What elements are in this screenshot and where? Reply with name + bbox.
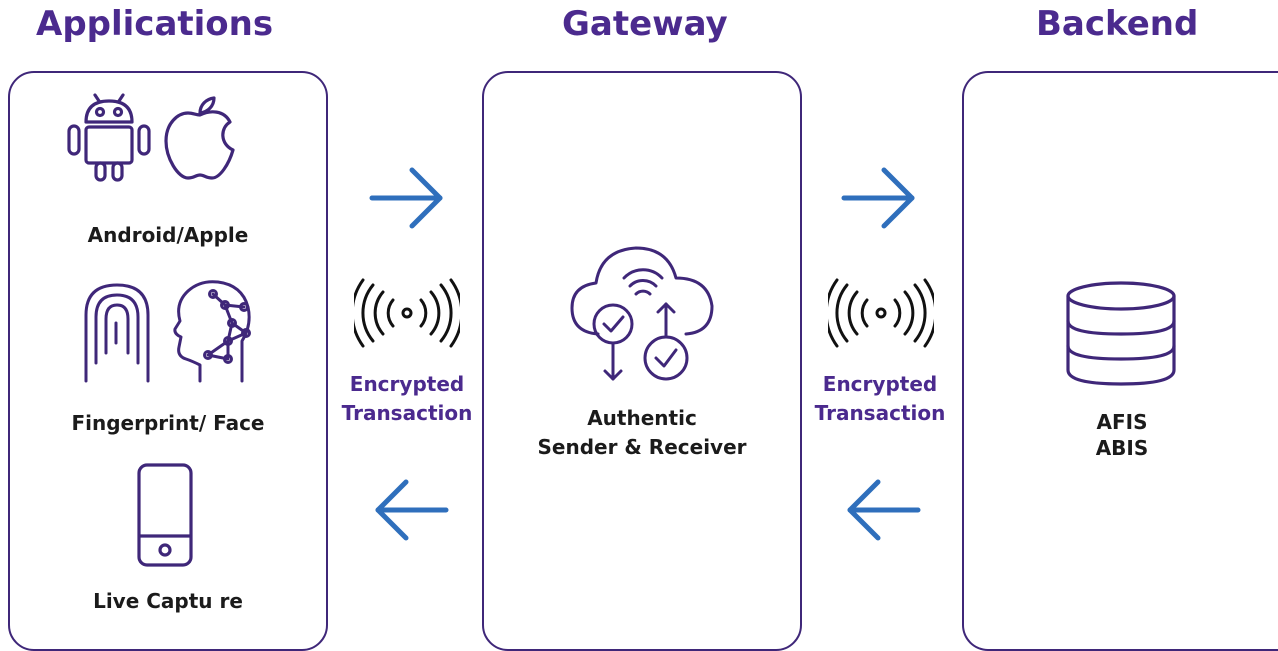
gateway-label-2: Sender & Receiver [537,435,747,459]
backend-label-1: AFIS [1096,410,1148,434]
backend-heading: Backend [1036,4,1199,44]
database-icon [1066,281,1176,386]
arrow-right-icon [841,167,915,229]
wireless-signal-icon [354,278,460,348]
face-scan-icon [173,280,251,383]
cloud-transfer-icon [570,246,714,381]
backend-panel [962,71,1278,651]
apple-icon [164,96,235,180]
wireless-signal-icon [828,278,934,348]
backend-label-2: ABIS [1095,436,1149,460]
phone-icon [137,463,193,567]
arrow-left-icon [375,479,449,541]
arrow-left-icon [847,479,921,541]
capture-label: Live Captu re [93,589,243,613]
left-link-label-1: Encrypted [349,372,465,396]
platform-label: Android/Apple [87,223,249,247]
gateway-heading: Gateway [562,4,728,44]
right-link-label-2: Transaction [814,401,946,425]
applications-heading: Applications [36,4,274,44]
arrow-right-icon [369,167,443,229]
fingerprint-icon [84,283,150,383]
gateway-label-1: Authentic [587,406,697,430]
android-icon [67,93,151,182]
biometric-label: Fingerprint/ Face [71,411,265,435]
right-link-label-1: Encrypted [822,372,938,396]
left-link-label-2: Transaction [341,401,473,425]
